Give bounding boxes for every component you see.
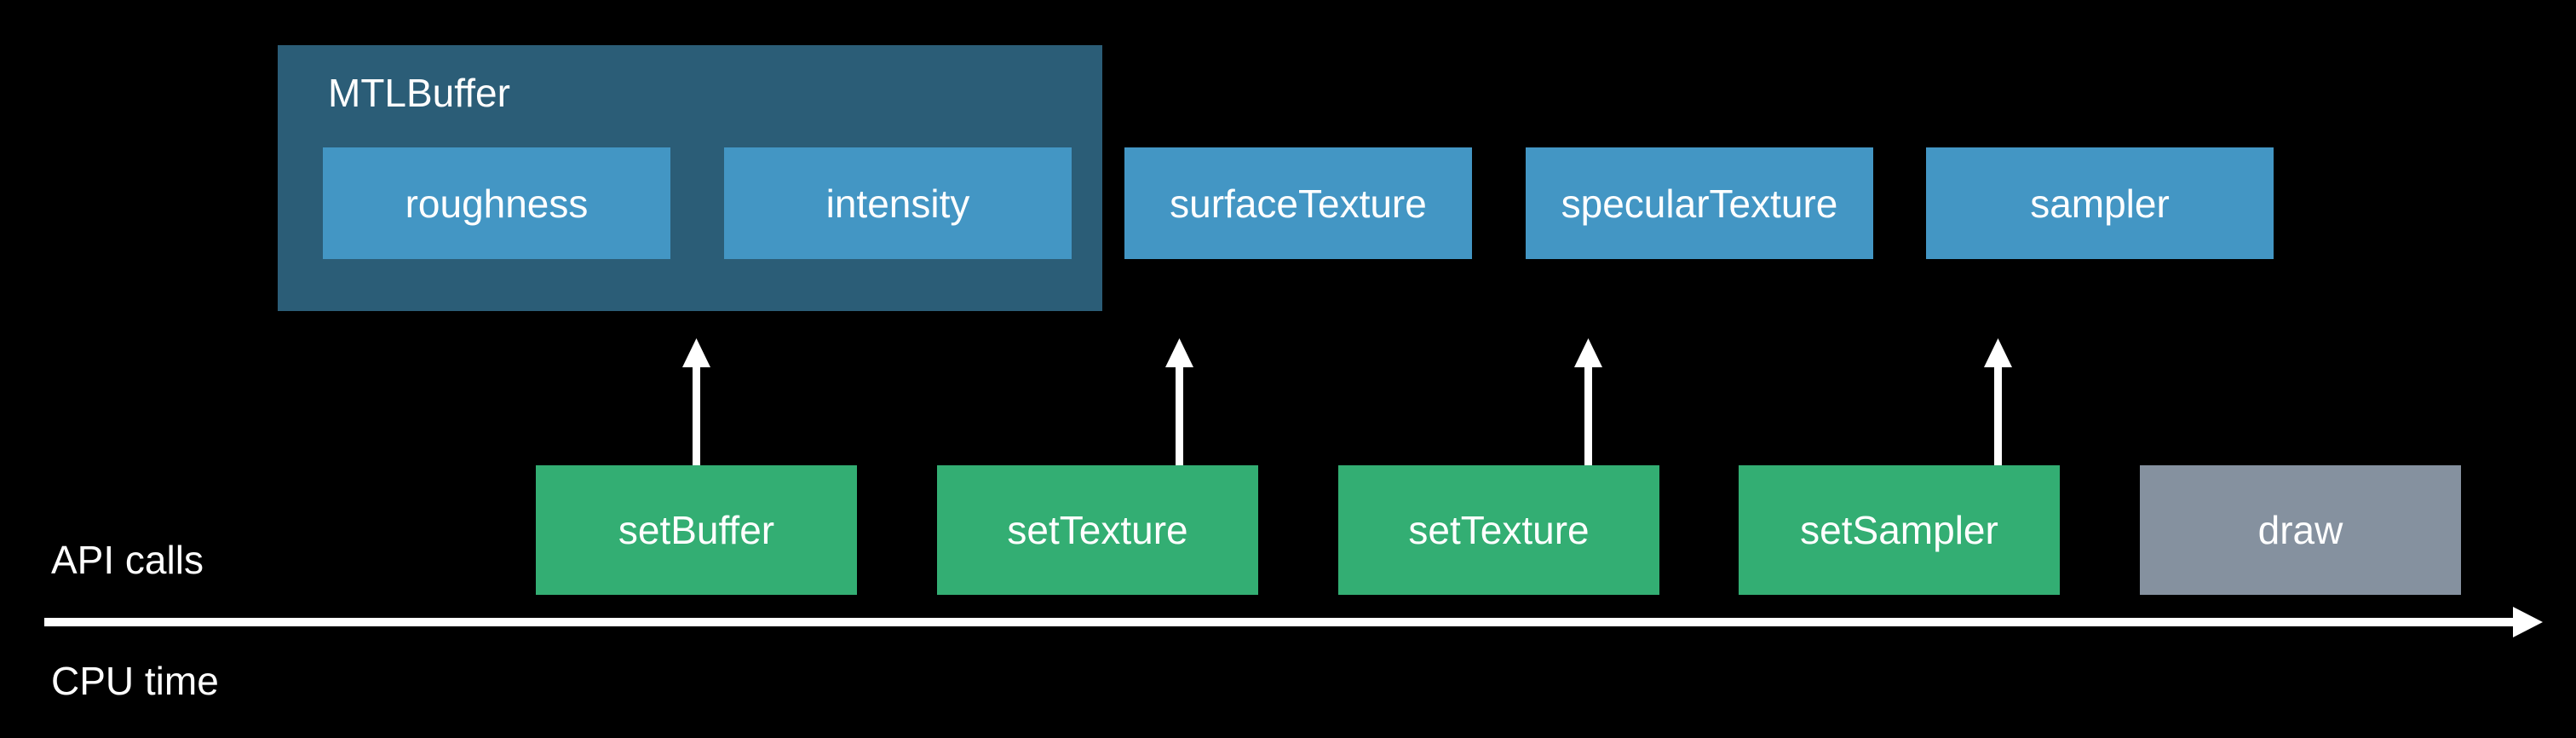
- call-setbuffer: setBuffer: [536, 465, 857, 595]
- timeline-arrow: [44, 607, 2543, 637]
- cpu-time-label: CPU time: [51, 659, 219, 703]
- arrow-settexture-to-surfacetexture: [1165, 338, 1193, 465]
- call-settexture-2: setTexture: [1338, 465, 1659, 595]
- api-calls-label: API calls: [51, 538, 204, 582]
- call-setsampler: setSampler: [1739, 465, 2060, 595]
- arrow-settexture-to-speculartexture: [1574, 338, 1602, 465]
- param-sampler: sampler: [1926, 147, 2274, 259]
- mtlbuffer-title: MTLBuffer: [328, 71, 510, 115]
- arrow-setsampler-to-sampler: [1984, 338, 2012, 465]
- param-surface-texture: surfaceTexture: [1124, 147, 1472, 259]
- call-draw: draw: [2140, 465, 2461, 595]
- param-intensity: intensity: [724, 147, 1072, 259]
- param-roughness: roughness: [323, 147, 670, 259]
- call-settexture-1: setTexture: [937, 465, 1258, 595]
- param-specular-texture: specularTexture: [1526, 147, 1873, 259]
- arrow-setbuffer-to-buffer: [682, 338, 710, 465]
